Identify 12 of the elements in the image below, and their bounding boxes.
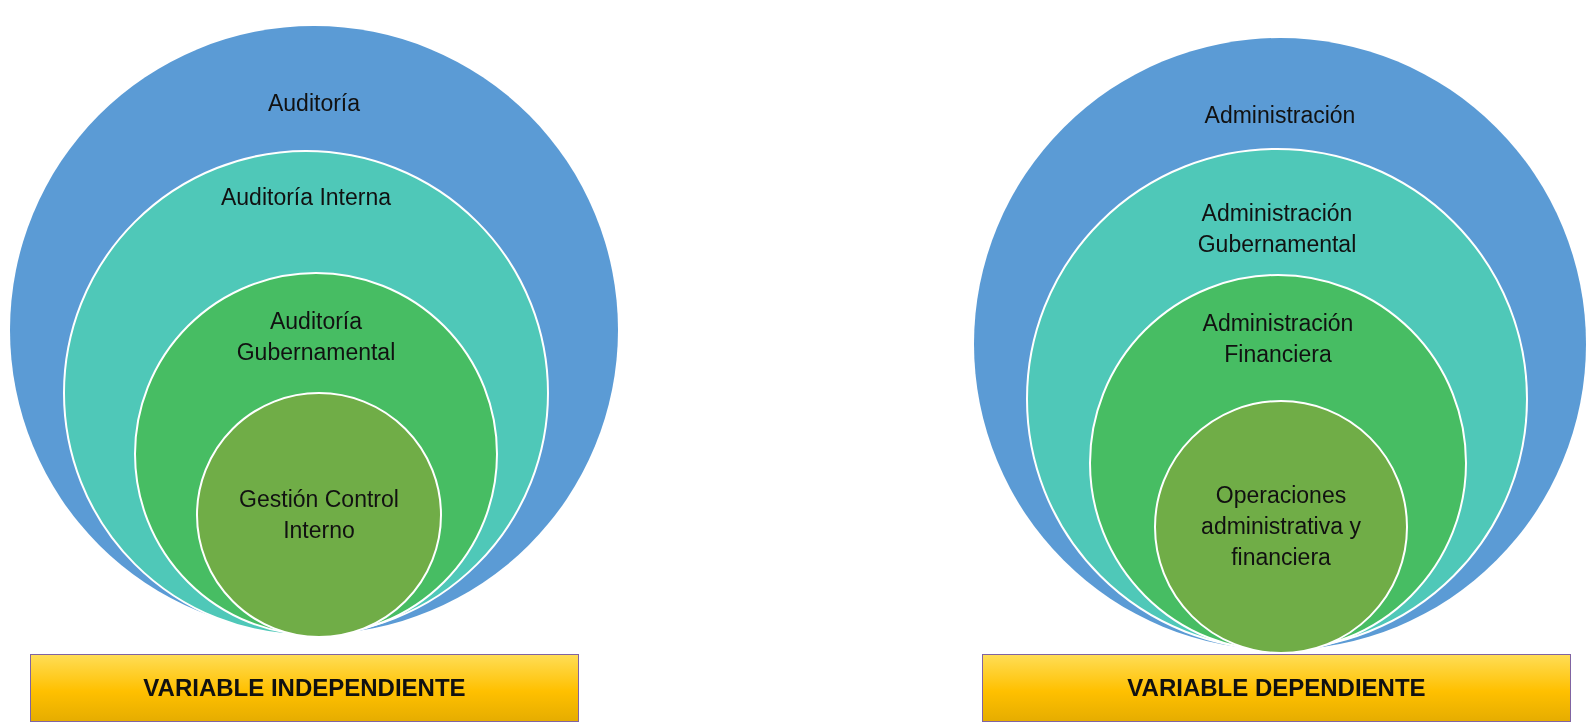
label-box [30,654,579,722]
circle-label: Administración Financiera [1201,309,1355,370]
circle-label: Gestión Control Interno [238,484,400,545]
variable-label: VARIABLE DEPENDIENTE [1127,674,1426,702]
circle-label: Administración Gubernamental [1196,199,1358,260]
circle-label: Administración [1203,101,1357,130]
variable-label: VARIABLE INDEPENDIENTE [143,674,466,702]
circle-label: Operaciones administrativa y financiera [1200,481,1362,573]
circle-label: Auditoría [266,89,362,118]
circle-label: Auditoría Interna [219,183,393,212]
label-box [982,654,1571,722]
circle-label: Auditoría Gubernamental [235,307,397,368]
